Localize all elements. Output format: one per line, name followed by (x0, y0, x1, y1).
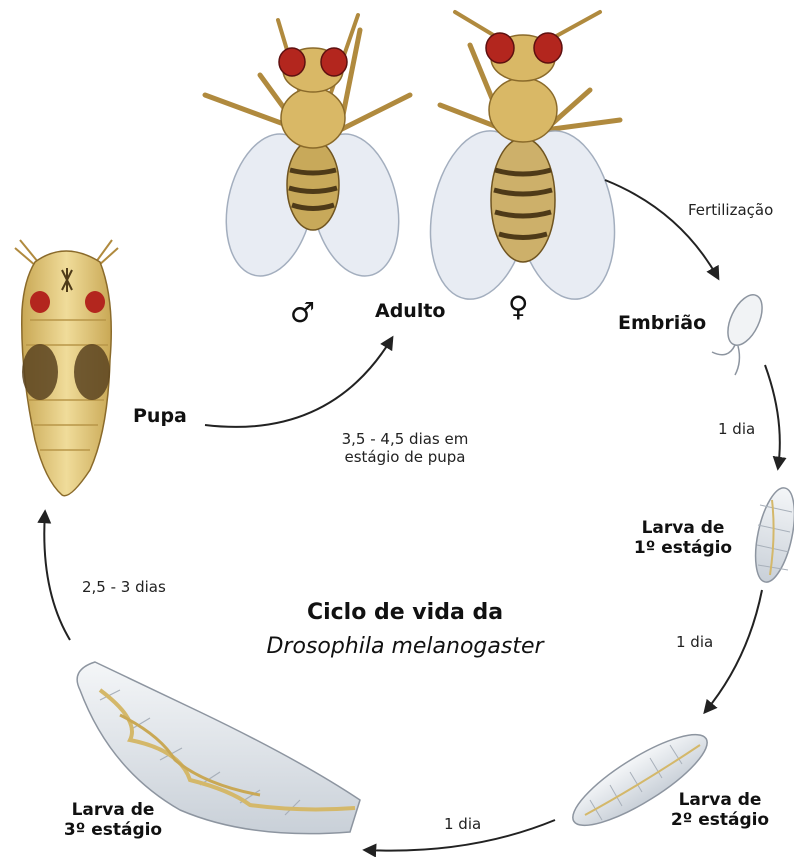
arrow-fertilization (605, 180, 718, 278)
larva2-to-larva3-duration: 1 dia (444, 815, 481, 833)
pupa-to-adult-duration-line1: 3,5 - 4,5 dias em (310, 430, 500, 448)
pupa-illustration (15, 240, 118, 496)
larva3-to-pupa-duration: 2,5 - 3 dias (82, 578, 166, 596)
embryo-illustration (712, 290, 769, 375)
larva3-label: Larva de 3º estágio (58, 800, 168, 841)
larva1-label: Larva de 1º estágio (628, 518, 738, 559)
larva1-label-line2: 1º estágio (628, 538, 738, 558)
arrow-larva1-to-larva2 (705, 590, 762, 712)
embryo-label: Embrião (618, 312, 706, 335)
larva-1-illustration (748, 485, 794, 586)
adult-label: Adulto (375, 300, 445, 323)
female-fly-illustration (418, 12, 627, 307)
pupa-to-adult-duration: 3,5 - 4,5 dias em estágio de pupa (310, 430, 500, 466)
diagram-title: Ciclo de vida da (235, 600, 575, 626)
arrow-embryo-to-larva1 (765, 365, 780, 468)
female-symbol: ♀ (508, 290, 529, 324)
embryo-to-larva1-duration: 1 dia (718, 420, 755, 438)
larva2-label-line1: Larva de (665, 790, 775, 810)
pupa-to-adult-duration-line2: estágio de pupa (310, 448, 500, 466)
larva1-to-larva2-duration: 1 dia (676, 633, 713, 651)
arrow-pupa-to-adult (205, 338, 392, 427)
larva3-label-line2: 3º estágio (58, 820, 168, 840)
larva1-label-line1: Larva de (628, 518, 738, 538)
arrow-larva3-to-pupa (44, 512, 70, 640)
larva2-label-line2: 2º estágio (665, 810, 775, 830)
larva2-label: Larva de 2º estágio (665, 790, 775, 831)
larva3-label-line1: Larva de (58, 800, 168, 820)
diagram-subtitle: Drosophila melanogaster (235, 634, 575, 660)
male-fly-illustration (205, 15, 411, 284)
pupa-label: Pupa (133, 405, 187, 428)
male-symbol: ♂ (290, 296, 315, 330)
fertilization-label: Fertilização (688, 201, 773, 219)
